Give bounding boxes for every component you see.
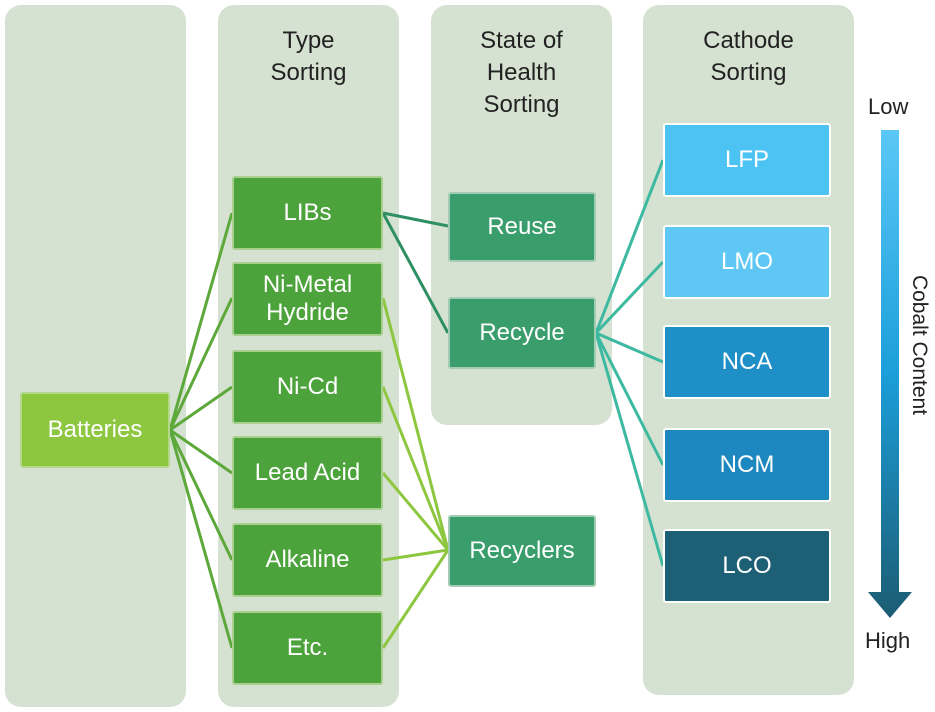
type-sorting-title: Type Sorting [270, 27, 347, 86]
cathode-node-nca: NCA [663, 325, 831, 399]
type-node-etc: Etc. [232, 611, 383, 685]
health-node-recycle: Recycle [448, 297, 596, 369]
cathode-node-lfp: LFP [663, 123, 831, 197]
link-recycle-ncm [594, 332, 665, 466]
type-recyclers-links [381, 297, 450, 649]
health-node-reuse: Reuse [448, 192, 596, 262]
cobalt-high-label: High [865, 628, 911, 653]
type-node-ni-metal-hydride: Ni-Metal Hydride [232, 262, 383, 336]
link-recycle-nca [595, 331, 664, 364]
cathode-node-ncm: NCM [663, 428, 831, 502]
link-nimh-recyclers [381, 297, 450, 551]
cobalt-axis-label: Cobalt Content [908, 274, 931, 416]
link-lead-recyclers [381, 472, 450, 551]
libs-health-links [381, 211, 450, 334]
link-batteries-nimh [168, 297, 234, 431]
recyclers-node: Recyclers [448, 515, 596, 587]
link-batteries-nicd [169, 385, 233, 432]
health-sorting-title: State of Health Sorting [480, 27, 563, 118]
link-batteries-lead [169, 428, 233, 475]
batteries-type-links [168, 212, 234, 649]
type-node-lead-acid: Lead Acid [232, 436, 383, 510]
recycle-cathode-links [594, 159, 665, 567]
cathode-node-lmo: LMO [663, 225, 831, 299]
link-recycle-lfp [594, 159, 665, 334]
cobalt-gradient-arrow [868, 130, 912, 618]
link-recycle-lco [594, 332, 665, 567]
cobalt-low-label: Low [868, 94, 909, 119]
type-node-ni-cd: Ni-Cd [232, 350, 383, 424]
link-nicd-recyclers [381, 386, 450, 551]
link-libs-recycle [381, 212, 450, 334]
link-etc-recyclers [381, 549, 450, 649]
type-node-alkaline: Alkaline [232, 523, 383, 597]
batteries-column [5, 5, 186, 707]
link-batteries-etc [168, 429, 234, 649]
cobalt-arrow-shape [868, 130, 912, 618]
link-alkaline-recyclers [382, 548, 449, 562]
cathode-node-lco: LCO [663, 529, 831, 603]
link-batteries-alkaline [168, 429, 234, 561]
batteries-node: Batteries [20, 392, 170, 468]
link-libs-reuse [382, 211, 449, 228]
type-node-libs: LIBs [232, 176, 383, 250]
cathode-sorting-title: Cathode Sorting [703, 27, 794, 86]
link-recycle-lmo [594, 260, 665, 335]
link-batteries-libs [168, 212, 234, 431]
